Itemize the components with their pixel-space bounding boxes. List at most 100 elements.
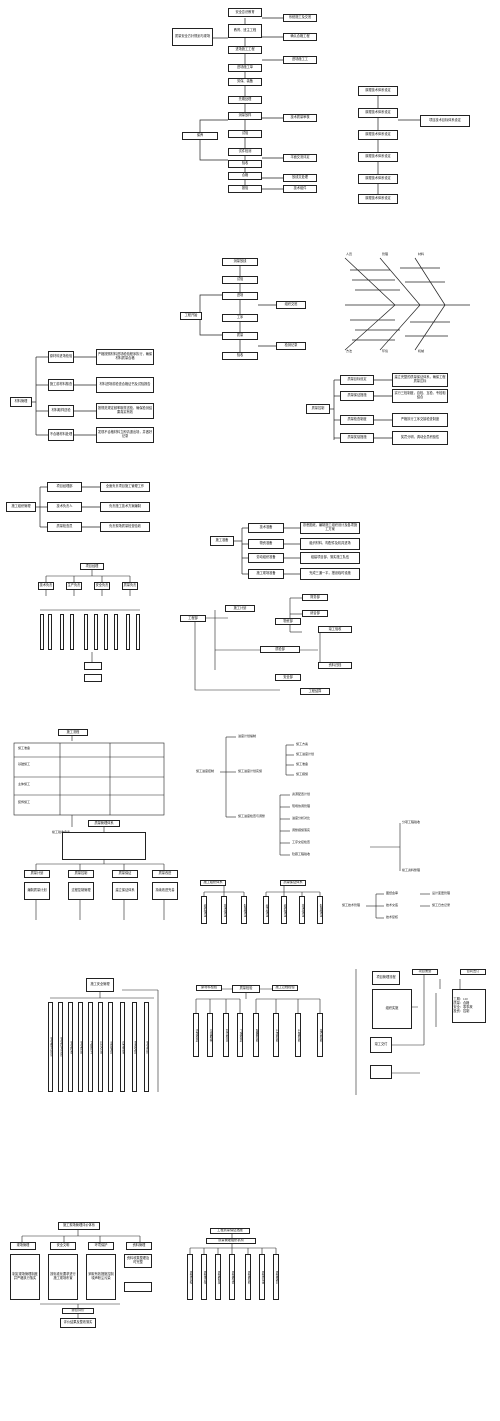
fc9-leaf-12: 竣工资料整理 (402, 868, 421, 872)
fc6-item-4: 施工现场准备 (248, 569, 284, 579)
flowchart-17-connectors (189, 1234, 277, 1254)
fc15-final: 竣工交付 (370, 1037, 392, 1053)
fc4-item-3: 质量检查制度 (340, 415, 374, 425)
fc12-root: 施工技术管理 (342, 903, 361, 907)
fc5-root: 施工组织管理 (6, 502, 36, 512)
fc6-item-1: 技术准备 (248, 523, 284, 533)
org1-top: 项目经理 (80, 563, 104, 570)
flowchart-15-connectors (355, 969, 461, 1095)
flowchart-4: 质量控制 质量目标设定 质量保证措施 质量检查制度 质量奖惩措施 建立完整的质量… (0, 372, 500, 462)
fc13-col-10: 安全资料 (144, 1002, 149, 1092)
fc7-box-6: 财务部 (302, 594, 328, 601)
org1-row2-1: 技术负责 (38, 582, 54, 590)
org1-col-9 (126, 614, 130, 650)
fc5-item-2: 技术负责人 (47, 502, 82, 512)
org1-col-6 (94, 614, 98, 650)
fc6-note-2: 组织材料、构配件及机具进场 (300, 538, 360, 550)
fishbone-label-5: 环境 (382, 349, 389, 353)
fc1-right-2: 原理技术体系设定 (358, 108, 398, 118)
fc3-note-1: 严格按照材料进场检验程序执行，确保材料质量合格 (96, 349, 154, 365)
fc10-row-3: 质量保证 (112, 870, 138, 878)
fc17-col-6: 质量记录 (259, 1254, 265, 1300)
flowchart-13: 施工安全管理 安全教育培训 安全技术交底 安全检查 安全防护 文明施工 环境保护… (0, 972, 500, 1102)
fc8-footer: 竣工验收备案 (52, 830, 71, 834)
fc5-item-1: 项目经理部 (47, 482, 82, 492)
flowchart-13-connectors (50, 989, 159, 1092)
fc1-side-3: 进场施工工 (283, 56, 317, 64)
fc5-note-1: 全面负责项目施工管理工作 (100, 482, 150, 492)
fc1-step-6: 先期处理 (228, 96, 262, 104)
fc17-col-3: 质量制度 (215, 1254, 221, 1300)
fc3-item-3: 材料取样送检 (48, 405, 74, 417)
fc5-item-3: 质量检查员 (47, 522, 82, 532)
fc1-step-8: 试验 (228, 130, 262, 138)
fc15-params: 工期：120 质量：合格 安全：零事故 投资：控制 (452, 989, 486, 1023)
fc7-tail-3: 工程结算 (300, 688, 330, 695)
fc1-step-3: 进场施工工程 (228, 46, 262, 54)
fc16-note-3: 采取有效措施控制噪声粉尘污染 (86, 1254, 116, 1300)
fc8-title: 施工流程 (58, 729, 88, 736)
fc1-side-1: 系统施工及交底 (283, 14, 317, 22)
fc8-row-2: 基础施工 (18, 762, 31, 766)
fc1-side-5: 平面交流评定 (283, 154, 317, 162)
org1-col-8 (114, 614, 118, 650)
fc1-step-4: 进场施工单 (228, 64, 262, 72)
fc1-step-12: 报验 (228, 185, 262, 193)
fc2-left: 工程开始 (180, 312, 202, 320)
fc13-col-8: 应急预案 (120, 1002, 125, 1092)
fc16-note-2: 按标准化要求进行施工现场布置 (48, 1254, 78, 1300)
org1-col-10 (136, 614, 140, 650)
fc13-col-6: 环境保护 (98, 1002, 103, 1092)
fc2-step-4: 工序 (222, 314, 258, 322)
fc2-step-1: 测量放线 (222, 258, 258, 266)
fc10-note-4: 持续改进完善 (152, 882, 178, 900)
fc10-note-1: 编制质量计划 (24, 882, 50, 900)
fc1-step-7: 测量放样 (228, 112, 262, 120)
fc13-col-3: 安全检查 (68, 1002, 73, 1092)
fc15-step-2: 合同签订 (460, 969, 486, 975)
fc1-step-2: 教育、班主工程 (228, 24, 262, 38)
org1-row2-3: 安全负责 (94, 582, 110, 590)
flowchart-5: 施工组织管理 项目经理部 技术负责人 质量检查员 全面负责项目施工管理工作 负责… (0, 478, 500, 548)
fc10-top: 质量管理体系 (88, 820, 120, 827)
fc9-leaf-6: 现场协调管理 (292, 804, 311, 808)
fc9-leaf-1: 施工方案 (296, 742, 309, 746)
fc7-box-1: 施工计划 (225, 605, 255, 612)
org1-row2-2: 生产负责 (66, 582, 82, 590)
fc10-note-2: 过程控制管理 (68, 882, 94, 900)
fc13-col-5: 文明施工 (88, 1002, 93, 1092)
fc3-item-4: 不合格材料处理 (48, 429, 74, 441)
fc9-leaf-7: 进度分析对比 (292, 816, 311, 820)
fc4-root: 质量控制 (306, 404, 330, 414)
flowchart-5-connectors (36, 486, 100, 528)
fc14-col-5: 隐蔽验收 (253, 1013, 259, 1057)
fc11-col-2: 技术保证 (221, 896, 227, 924)
fishbone-label-4: 方法 (346, 349, 353, 353)
flowchart-7-connectors (194, 597, 321, 691)
fc4-note-4: 奖罚分明，调动全员积极性 (392, 431, 448, 445)
org-chart-1-connectors (40, 570, 140, 662)
fc16-top: 施工现场管理评价体系 (58, 1222, 100, 1230)
fc9-branch-3: 施工进度检查与调整 (238, 814, 266, 818)
fc14-col-7: 分部验收 (295, 1013, 301, 1057)
fc1-right-6: 原理技术体系设定 (358, 194, 398, 204)
flowchart-16-connectors (21, 1230, 141, 1320)
fc16-side (124, 1282, 152, 1292)
fc14-right: 施工过程检验 (272, 985, 298, 991)
fc11-col-7: 制度保证 (317, 896, 323, 924)
fc11-col-5: 组织保证 (281, 896, 287, 924)
fc10-row-4: 质量改进 (152, 870, 178, 878)
flowchart-11: 施工组织体系 质量保证体系 组织保证 技术保证 制度保证 经济保证 组织保证 技… (0, 880, 500, 930)
flowchart-8: 施工流程 施工准备 基础施工 主体施工 装饰施工 竣工验收备案 (0, 727, 500, 842)
fc3-note-3: 按规范规定频率取样送检，确保检测结果真实有效 (96, 403, 154, 419)
fc8-row-4: 装饰施工 (18, 800, 31, 804)
fc12-note-2: 施工日志记录 (432, 903, 451, 907)
fc17-col-1: 质量目标 (187, 1254, 193, 1300)
flowchart-12: 施工技术管理 图纸会审 技术交底 技术复核 设计变更管理 施工日志记录 (0, 890, 500, 930)
flowchart-10-connectors (35, 826, 165, 920)
fc3-item-2: 施工前材料核查 (48, 379, 74, 391)
fc6-root: 施工准备 (210, 536, 234, 546)
fc6-note-3: 组建项目部，落实施工队伍 (300, 552, 360, 564)
fc8-row-3: 主体施工 (18, 782, 31, 786)
